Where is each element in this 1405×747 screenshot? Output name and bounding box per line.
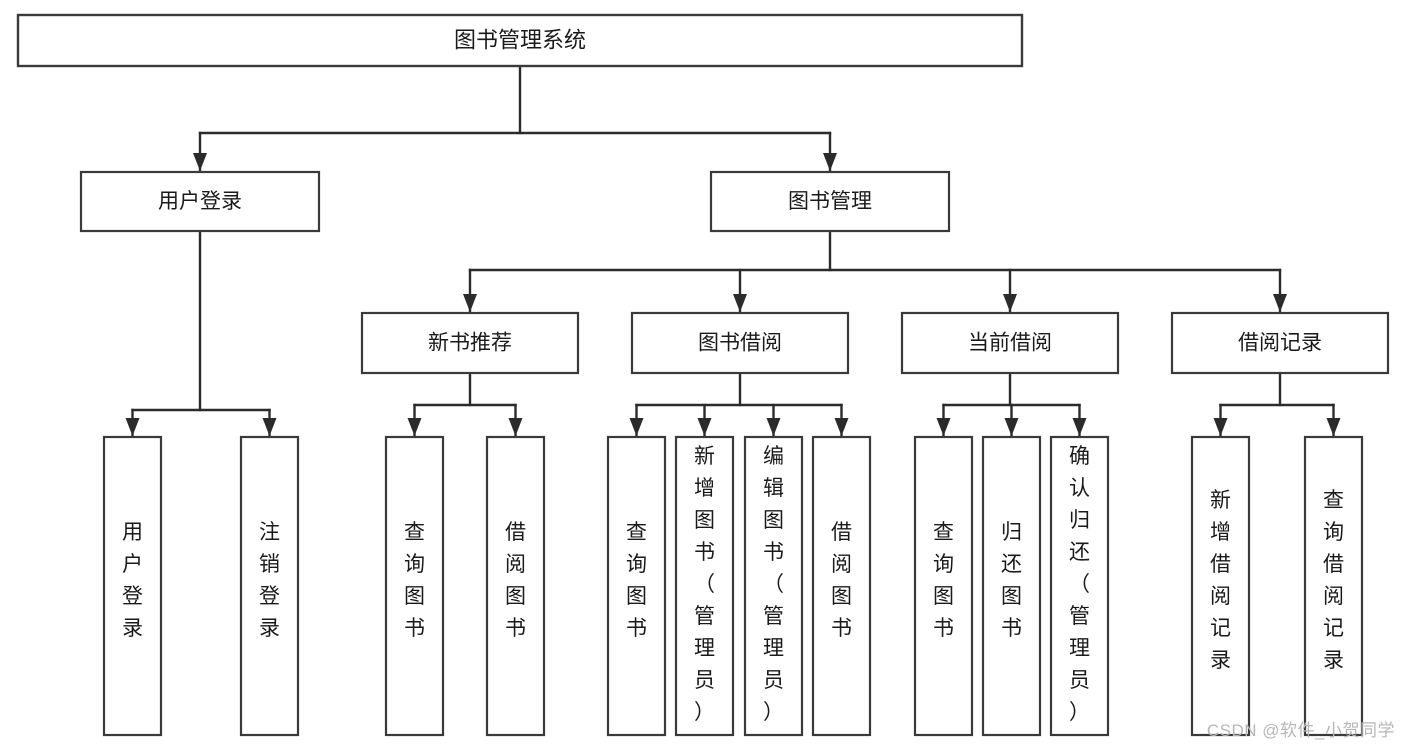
node-label: 新书推荐 xyxy=(428,332,512,355)
node-label-vertical: 用户登录 xyxy=(122,521,143,640)
node-label-vertical: 查询图书 xyxy=(626,521,647,640)
node-label: 图书借阅 xyxy=(698,332,782,355)
node-leaf-add-book[interactable]: 新增图书（管理员） xyxy=(674,435,735,737)
node-box xyxy=(674,435,735,737)
node-leaf-edit-book[interactable]: 编辑图书（管理员） xyxy=(743,435,804,737)
nodes-layer: 图书管理系统用户登录图书管理新书推荐图书借阅当前借阅借阅记录用户登录注销登录查询… xyxy=(16,13,1390,737)
node-label-vertical: 新增图书（管理员） xyxy=(694,445,715,724)
node-leaf-query-book-2[interactable]: 查询图书 xyxy=(606,435,667,737)
node-box xyxy=(485,435,546,737)
edges-layer xyxy=(125,64,1341,438)
node-leaf-user-logout[interactable]: 注销登录 xyxy=(239,435,300,737)
node-box xyxy=(709,170,951,233)
node-book-borrow[interactable]: 图书借阅 xyxy=(630,311,850,375)
node-label-vertical: 注销登录 xyxy=(259,521,280,640)
node-box xyxy=(79,170,321,233)
node-box xyxy=(913,435,974,737)
node-label: 图书管理 xyxy=(788,190,872,213)
arrow-head-icon xyxy=(1326,418,1341,436)
node-borrow-record[interactable]: 借阅记录 xyxy=(1170,311,1390,375)
node-label-vertical: 查询图书 xyxy=(404,521,425,640)
node-label-vertical: 归还图书 xyxy=(1001,521,1022,640)
node-leaf-query-book-3[interactable]: 查询图书 xyxy=(913,435,974,737)
node-leaf-add-record[interactable]: 新增借阅记录 xyxy=(1190,435,1251,737)
node-leaf-confirm-return[interactable]: 确认归还（管理员） xyxy=(1049,435,1110,737)
node-book-manage[interactable]: 图书管理 xyxy=(709,170,951,233)
node-label: 用户登录 xyxy=(158,190,242,213)
arrow-head-icon xyxy=(1003,294,1017,312)
node-box xyxy=(102,435,163,737)
node-label-vertical: 新增借阅记录 xyxy=(1210,489,1231,672)
arrow-head-icon xyxy=(407,418,422,436)
arrow-head-icon xyxy=(1273,294,1287,312)
node-label-vertical: 查询借阅记录 xyxy=(1323,489,1344,672)
node-box xyxy=(384,435,445,737)
node-box xyxy=(1049,435,1110,737)
arrow-head-icon xyxy=(936,418,951,436)
node-leaf-borrow-book-1[interactable]: 借阅图书 xyxy=(485,435,546,737)
arrow-head-icon xyxy=(1072,418,1087,436)
node-leaf-query-book-1[interactable]: 查询图书 xyxy=(384,435,445,737)
node-box xyxy=(16,13,1024,68)
arrow-head-icon xyxy=(629,418,644,436)
arrow-head-icon xyxy=(823,153,837,171)
node-box xyxy=(981,435,1042,737)
node-box xyxy=(1190,435,1251,737)
node-box xyxy=(811,435,872,737)
arrow-head-icon xyxy=(125,418,140,436)
arrow-head-icon xyxy=(508,418,523,436)
node-label-vertical: 编辑图书（管理员） xyxy=(763,445,784,724)
node-label-vertical: 借阅图书 xyxy=(505,521,526,640)
node-label-vertical: 查询图书 xyxy=(933,521,954,640)
node-new-book-recommend[interactable]: 新书推荐 xyxy=(360,311,580,375)
arrow-head-icon xyxy=(697,418,712,436)
node-box xyxy=(1170,311,1390,375)
arrow-head-icon xyxy=(766,418,781,436)
node-user-login[interactable]: 用户登录 xyxy=(79,170,321,233)
node-leaf-borrow-book-2[interactable]: 借阅图书 xyxy=(811,435,872,737)
node-box xyxy=(606,435,667,737)
arrow-head-icon xyxy=(262,418,277,436)
node-label: 借阅记录 xyxy=(1238,332,1322,355)
node-box xyxy=(900,311,1120,375)
arrow-head-icon xyxy=(463,294,477,312)
arrow-head-icon xyxy=(1004,418,1019,436)
node-box xyxy=(1303,435,1364,737)
node-label-vertical: 借阅图书 xyxy=(831,521,852,640)
node-box xyxy=(360,311,580,375)
arrow-head-icon xyxy=(1213,418,1228,436)
node-current-borrow[interactable]: 当前借阅 xyxy=(900,311,1120,375)
node-box xyxy=(239,435,300,737)
node-leaf-user-login[interactable]: 用户登录 xyxy=(102,435,163,737)
node-label-vertical: 确认归还（管理员） xyxy=(1069,445,1090,724)
arrow-head-icon xyxy=(834,418,849,436)
node-box xyxy=(630,311,850,375)
arrow-head-icon xyxy=(193,153,207,171)
node-leaf-return-book[interactable]: 归还图书 xyxy=(981,435,1042,737)
node-leaf-query-record[interactable]: 查询借阅记录 xyxy=(1303,435,1364,737)
node-label: 当前借阅 xyxy=(968,332,1052,355)
arrow-head-icon xyxy=(733,294,747,312)
node-label: 图书管理系统 xyxy=(454,27,586,52)
node-box xyxy=(743,435,804,737)
node-root[interactable]: 图书管理系统 xyxy=(16,13,1024,68)
